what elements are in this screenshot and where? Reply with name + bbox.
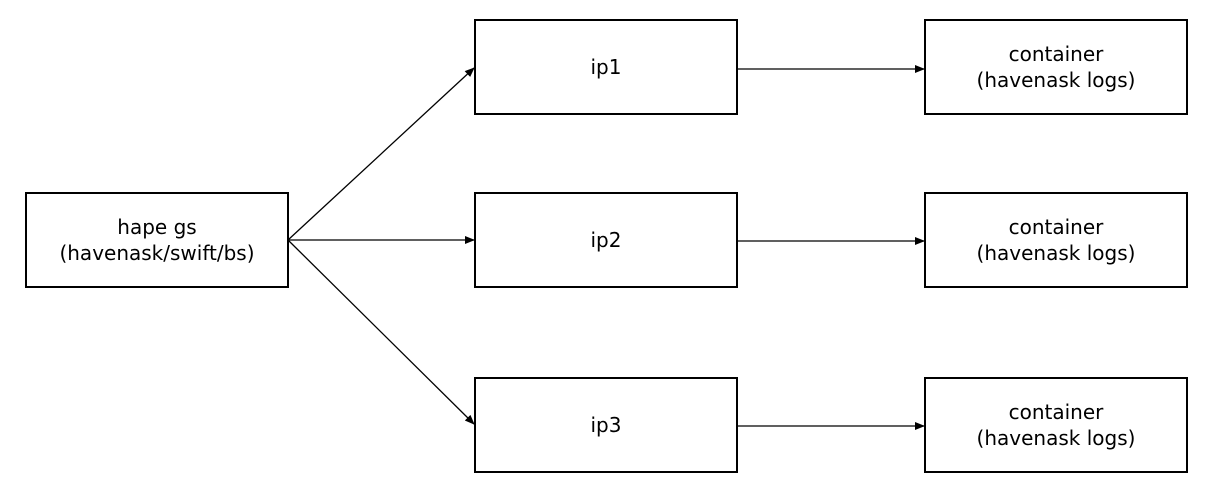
container-node-title: container	[1008, 42, 1104, 66]
source-node-subtitle: (havenask/swift/bs)	[59, 241, 255, 265]
ip-node-label: ip2	[590, 228, 622, 252]
container-node-1: container (havenask logs)	[924, 19, 1188, 115]
container-node-title: container	[1008, 215, 1104, 239]
ip-node-1: ip1	[474, 19, 738, 115]
container-node-subtitle: (havenask logs)	[976, 241, 1136, 265]
container-node-subtitle: (havenask logs)	[976, 68, 1136, 92]
ip-node-label: ip1	[590, 55, 622, 79]
ip-node-3: ip3	[474, 377, 738, 473]
container-node-3: container (havenask logs)	[924, 377, 1188, 473]
source-node: hape gs (havenask/swift/bs)	[25, 192, 289, 288]
source-node-title: hape gs	[117, 215, 197, 239]
arrow-source-to-ip3	[287, 239, 475, 425]
ip-node-label: ip3	[590, 413, 622, 437]
container-node-title: container	[1008, 400, 1104, 424]
arrow-source-to-ip1	[287, 67, 475, 241]
ip-node-2: ip2	[474, 192, 738, 288]
container-node-subtitle: (havenask logs)	[976, 426, 1136, 450]
container-node-2: container (havenask logs)	[924, 192, 1188, 288]
